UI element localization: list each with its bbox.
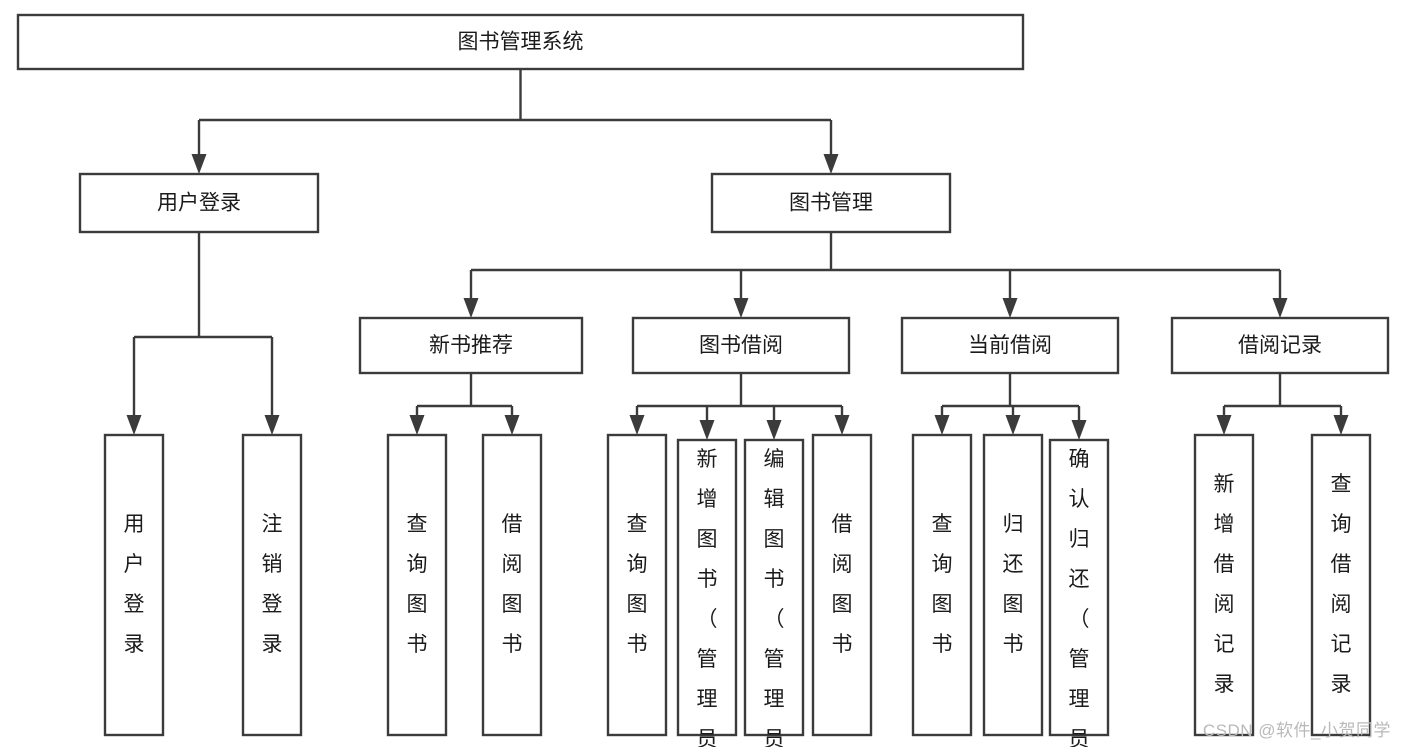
node-box: [811, 433, 873, 737]
node-box: [78, 172, 320, 234]
node-box: [481, 433, 543, 737]
arrow-head-icon: [629, 415, 645, 435]
node-layer: 图书管理系统用户登录图书管理新书推荐图书借阅当前借阅借阅记录用户登录注销登录查询…: [16, 13, 1390, 751]
node-leaf-add-record[interactable]: 新增借阅记录: [1193, 433, 1255, 737]
connector-group: [629, 373, 850, 440]
node-leaf-query-record[interactable]: 查询借阅记录: [1310, 433, 1372, 737]
connector-group: [934, 373, 1087, 440]
arrow-head-icon: [264, 415, 280, 435]
node-leaf-borrow-book-rec[interactable]: 借阅图书: [481, 433, 543, 737]
node-leaf-query-book-cur[interactable]: 查询图书: [911, 433, 973, 737]
node-label: 查询图书: [932, 513, 953, 656]
connector-group: [1216, 373, 1349, 435]
node-borrow-record[interactable]: 借阅记录: [1170, 316, 1390, 375]
arrow-head-icon: [834, 415, 850, 435]
arrow-head-icon: [1071, 420, 1087, 440]
node-label: 新增图书（管理员）: [697, 448, 718, 747]
node-leaf-query-book-borrow[interactable]: 查询图书: [606, 433, 668, 737]
connector-group: [126, 232, 280, 435]
node-label: 新增借阅记录: [1214, 473, 1235, 696]
arrow-head-icon: [766, 420, 782, 440]
node-label: 图书借阅: [699, 334, 783, 357]
node-label: 确认归还（管理员）: [1069, 448, 1090, 747]
node-box: [1170, 316, 1390, 375]
arrow-head-icon: [409, 415, 425, 435]
connector-group: [463, 232, 1288, 318]
node-label: 用户登录: [157, 192, 241, 215]
connector-group: [191, 69, 839, 174]
node-leaf-query-book-rec[interactable]: 查询图书: [386, 433, 448, 737]
node-label: 当前借阅: [968, 334, 1052, 357]
node-label: 查询图书: [627, 513, 648, 656]
node-leaf-logout[interactable]: 注销登录: [241, 433, 303, 737]
node-box: [1048, 438, 1110, 737]
node-label: 借阅记录: [1238, 334, 1322, 357]
arrow-head-icon: [934, 415, 950, 435]
node-root-system[interactable]: 图书管理系统: [16, 13, 1025, 71]
node-leaf-borrow-book[interactable]: 借阅图书: [811, 433, 873, 737]
node-box: [241, 433, 303, 737]
arrow-head-icon: [733, 298, 749, 318]
csdn-watermark: CSDN @软件_小贺同学: [1202, 721, 1391, 740]
node-book-manage[interactable]: 图书管理: [710, 172, 952, 234]
node-label: 用户登录: [124, 513, 145, 656]
node-leaf-confirm-return[interactable]: 确认归还（管理员）: [1048, 438, 1110, 751]
arrow-head-icon: [1216, 415, 1232, 435]
node-label: 借阅图书: [832, 513, 853, 656]
arrow-head-icon: [504, 415, 520, 435]
node-leaf-add-book[interactable]: 新增图书（管理员）: [676, 438, 738, 751]
connector-group: [409, 373, 520, 435]
node-box: [631, 316, 851, 375]
node-label: 图书管理系统: [458, 31, 584, 54]
node-box: [900, 316, 1120, 375]
node-label: 编辑图书（管理员）: [764, 448, 785, 747]
node-box: [676, 438, 738, 737]
arrow-head-icon: [463, 298, 479, 318]
node-label: 注销登录: [262, 513, 283, 656]
node-box: [710, 172, 952, 234]
node-box: [16, 13, 1025, 71]
node-label: 查询图书: [407, 513, 428, 656]
arrow-head-icon: [1272, 298, 1288, 318]
arrow-head-icon: [191, 154, 207, 174]
node-label: 查询借阅记录: [1331, 473, 1352, 696]
node-leaf-user-login[interactable]: 用户登录: [103, 433, 165, 737]
node-box: [606, 433, 668, 737]
node-leaf-return-book[interactable]: 归还图书: [982, 433, 1044, 737]
node-box: [743, 438, 805, 737]
node-box: [386, 433, 448, 737]
arrow-head-icon: [699, 420, 715, 440]
node-box: [1310, 433, 1372, 737]
node-box: [911, 433, 973, 737]
node-label: 图书管理: [789, 192, 873, 215]
arrow-head-icon: [126, 415, 142, 435]
node-book-borrow[interactable]: 图书借阅: [631, 316, 851, 375]
node-leaf-edit-book[interactable]: 编辑图书（管理员）: [743, 438, 805, 751]
node-label: 归还图书: [1003, 513, 1024, 656]
node-box: [1193, 433, 1255, 737]
node-box: [358, 316, 584, 375]
arrow-head-icon: [1005, 415, 1021, 435]
connector-layer: [126, 69, 1349, 440]
arrow-head-icon: [1002, 298, 1018, 318]
node-box: [982, 433, 1044, 737]
node-label: 新书推荐: [429, 334, 513, 357]
arrow-head-icon: [823, 154, 839, 174]
arrow-head-icon: [1333, 415, 1349, 435]
node-current-borrow[interactable]: 当前借阅: [900, 316, 1120, 375]
node-box: [103, 433, 165, 737]
node-new-book-rec[interactable]: 新书推荐: [358, 316, 584, 375]
node-label: 借阅图书: [502, 513, 523, 656]
node-user-login[interactable]: 用户登录: [78, 172, 320, 234]
